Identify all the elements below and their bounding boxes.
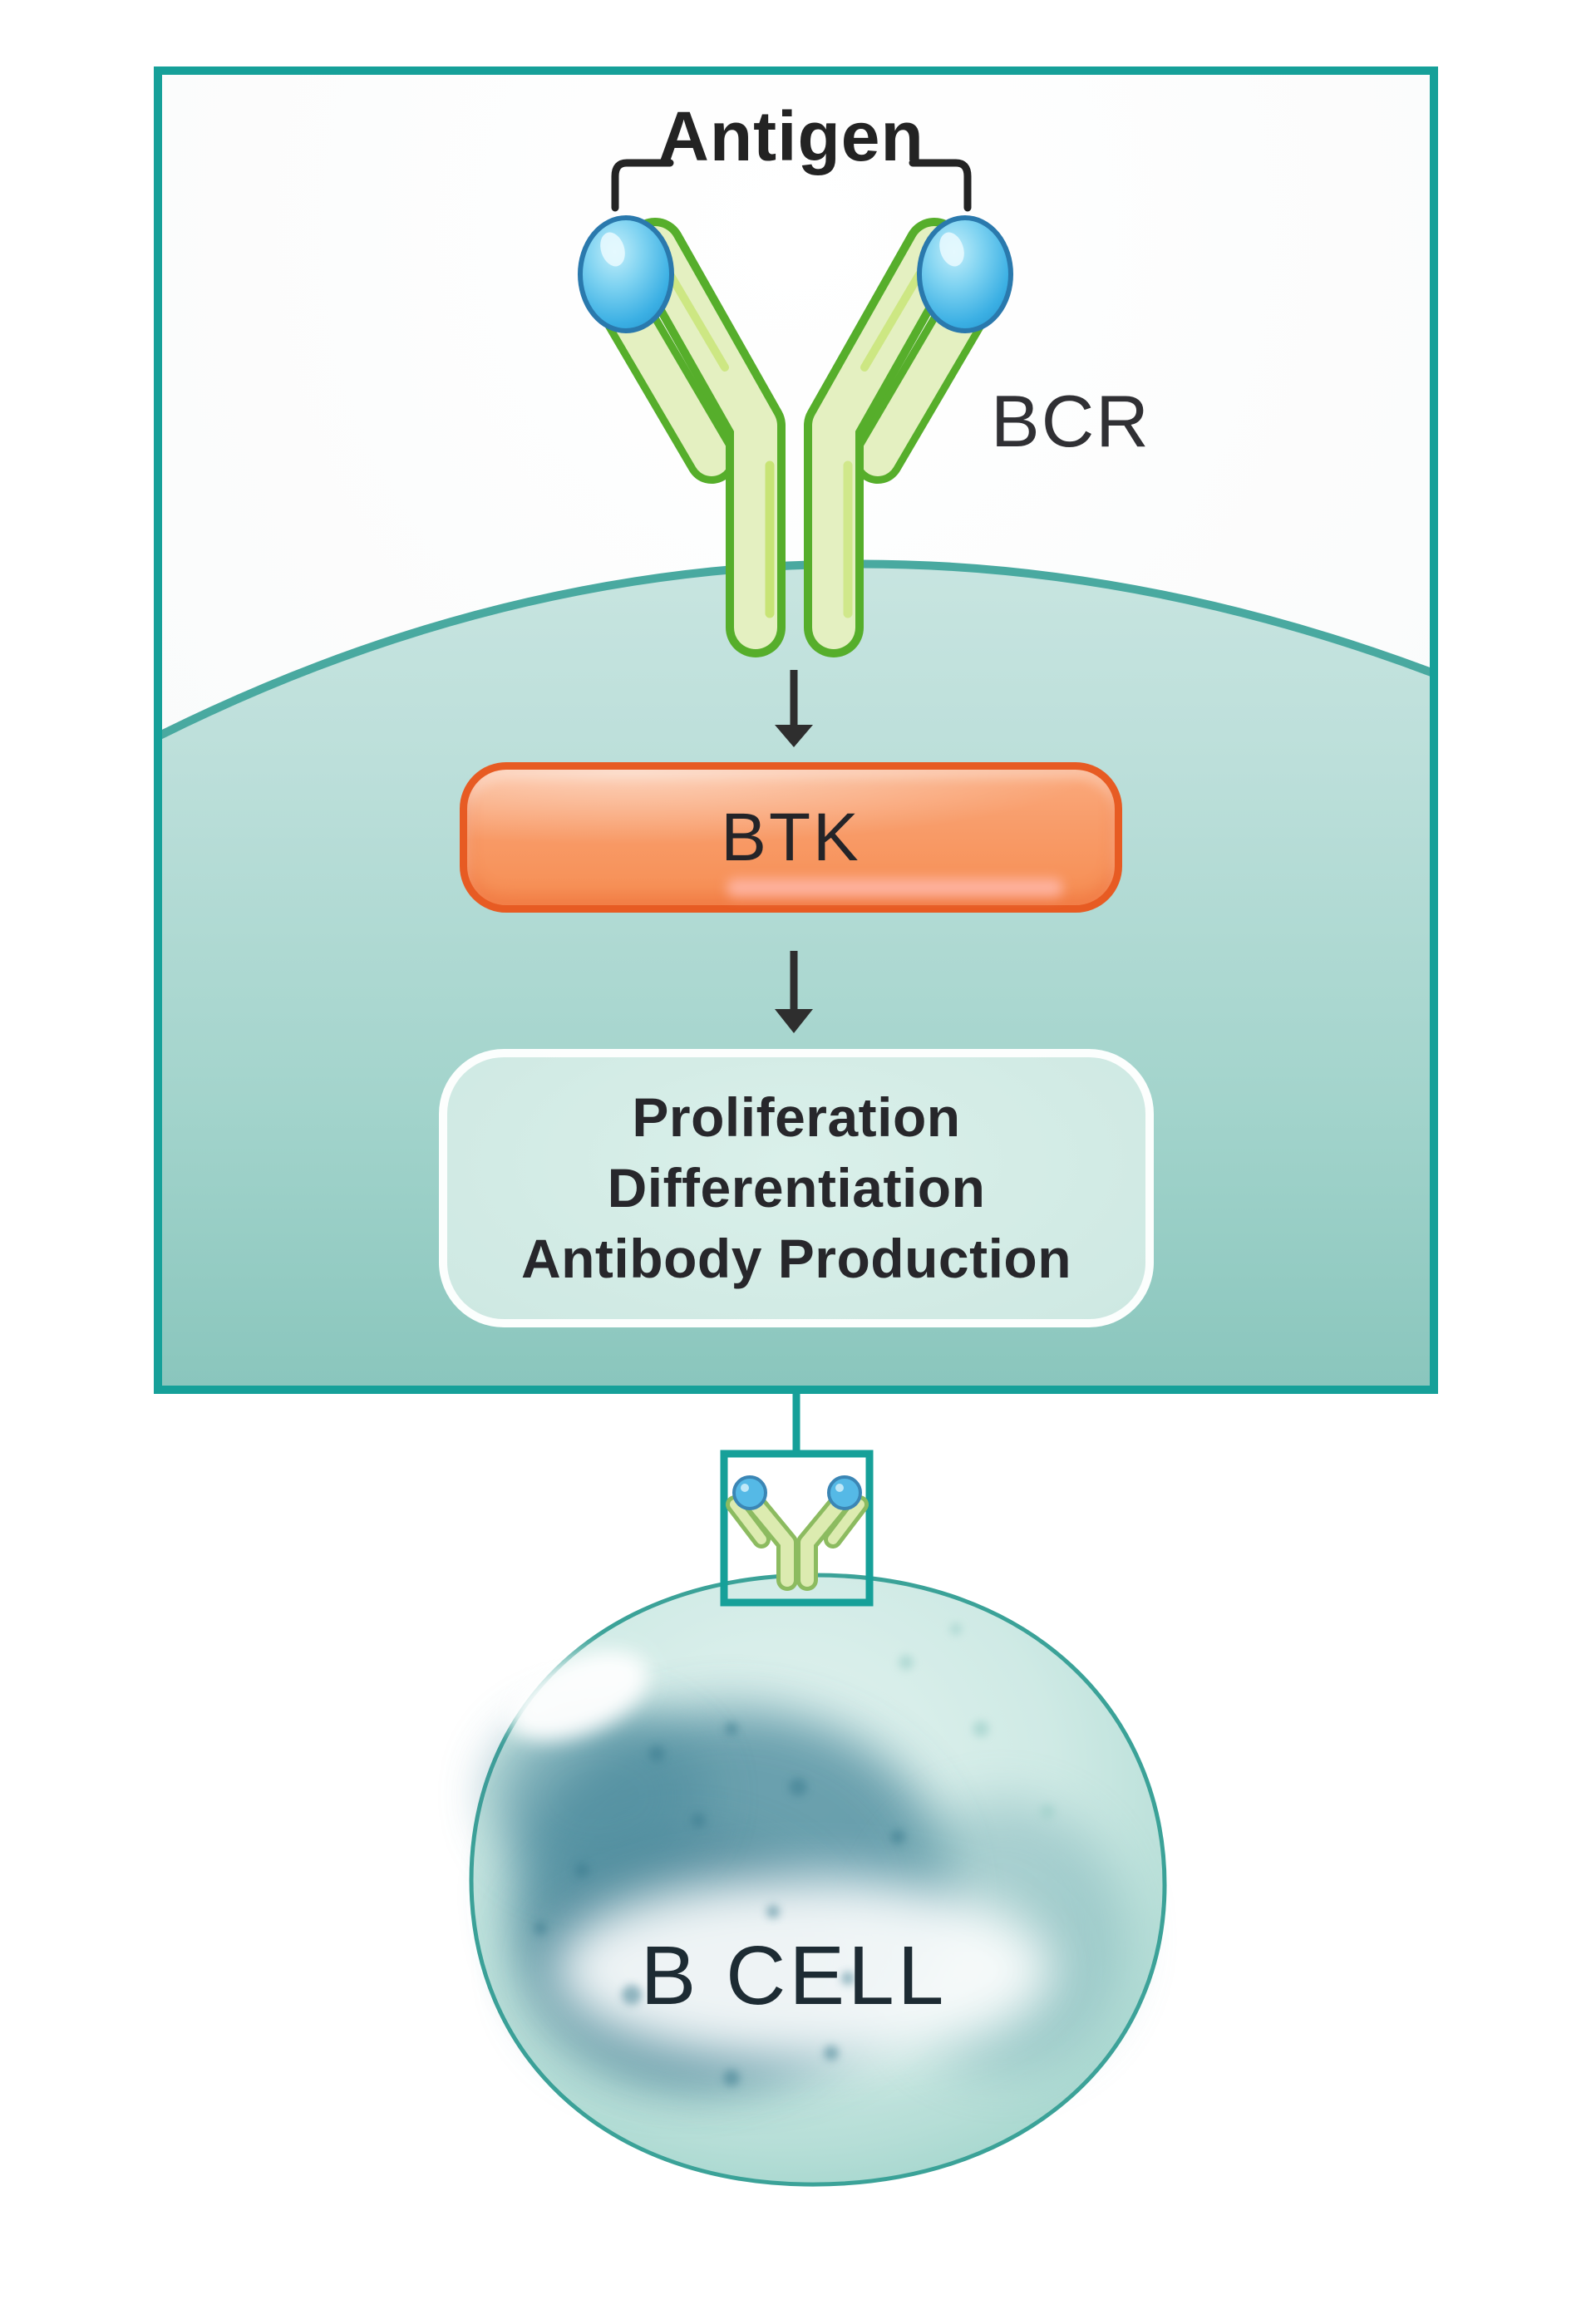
zoom-callout-frame xyxy=(720,1450,874,1607)
antigen-ball-icon xyxy=(917,215,1013,333)
cell-speckles xyxy=(534,1722,905,2086)
bcr-antibody-icon xyxy=(578,215,1013,657)
arrow-down-icon xyxy=(775,951,813,1033)
b-cell-graphic xyxy=(469,1573,1167,2187)
cell-speckles-light xyxy=(899,1623,1055,1819)
outcome-line-proliferation: Proliferation xyxy=(632,1086,961,1148)
antigen-ball-icon xyxy=(827,1475,862,1510)
outcome-line-differentiation: Differentiation xyxy=(607,1157,986,1219)
btk-label: BTK xyxy=(721,799,861,875)
outcome-node: Proliferation Differentiation Antibody P… xyxy=(439,1049,1154,1327)
antigen-bracket xyxy=(909,159,972,212)
antigen-ball-icon xyxy=(578,215,674,333)
arrow-down-icon xyxy=(775,670,813,747)
mini-antibody-icon xyxy=(726,1475,869,1591)
antigen-ball-icon xyxy=(732,1475,767,1510)
bcr-label: BCR xyxy=(991,380,1150,462)
outcome-line-antibody-production: Antibody Production xyxy=(520,1228,1072,1289)
btk-node: BTK xyxy=(460,762,1122,913)
btk-gloss-sheen xyxy=(726,879,1063,897)
antigen-label: Antigen xyxy=(658,97,924,175)
b-cell-label: B CELL xyxy=(640,1929,948,2022)
antigen-bracket xyxy=(611,159,674,212)
